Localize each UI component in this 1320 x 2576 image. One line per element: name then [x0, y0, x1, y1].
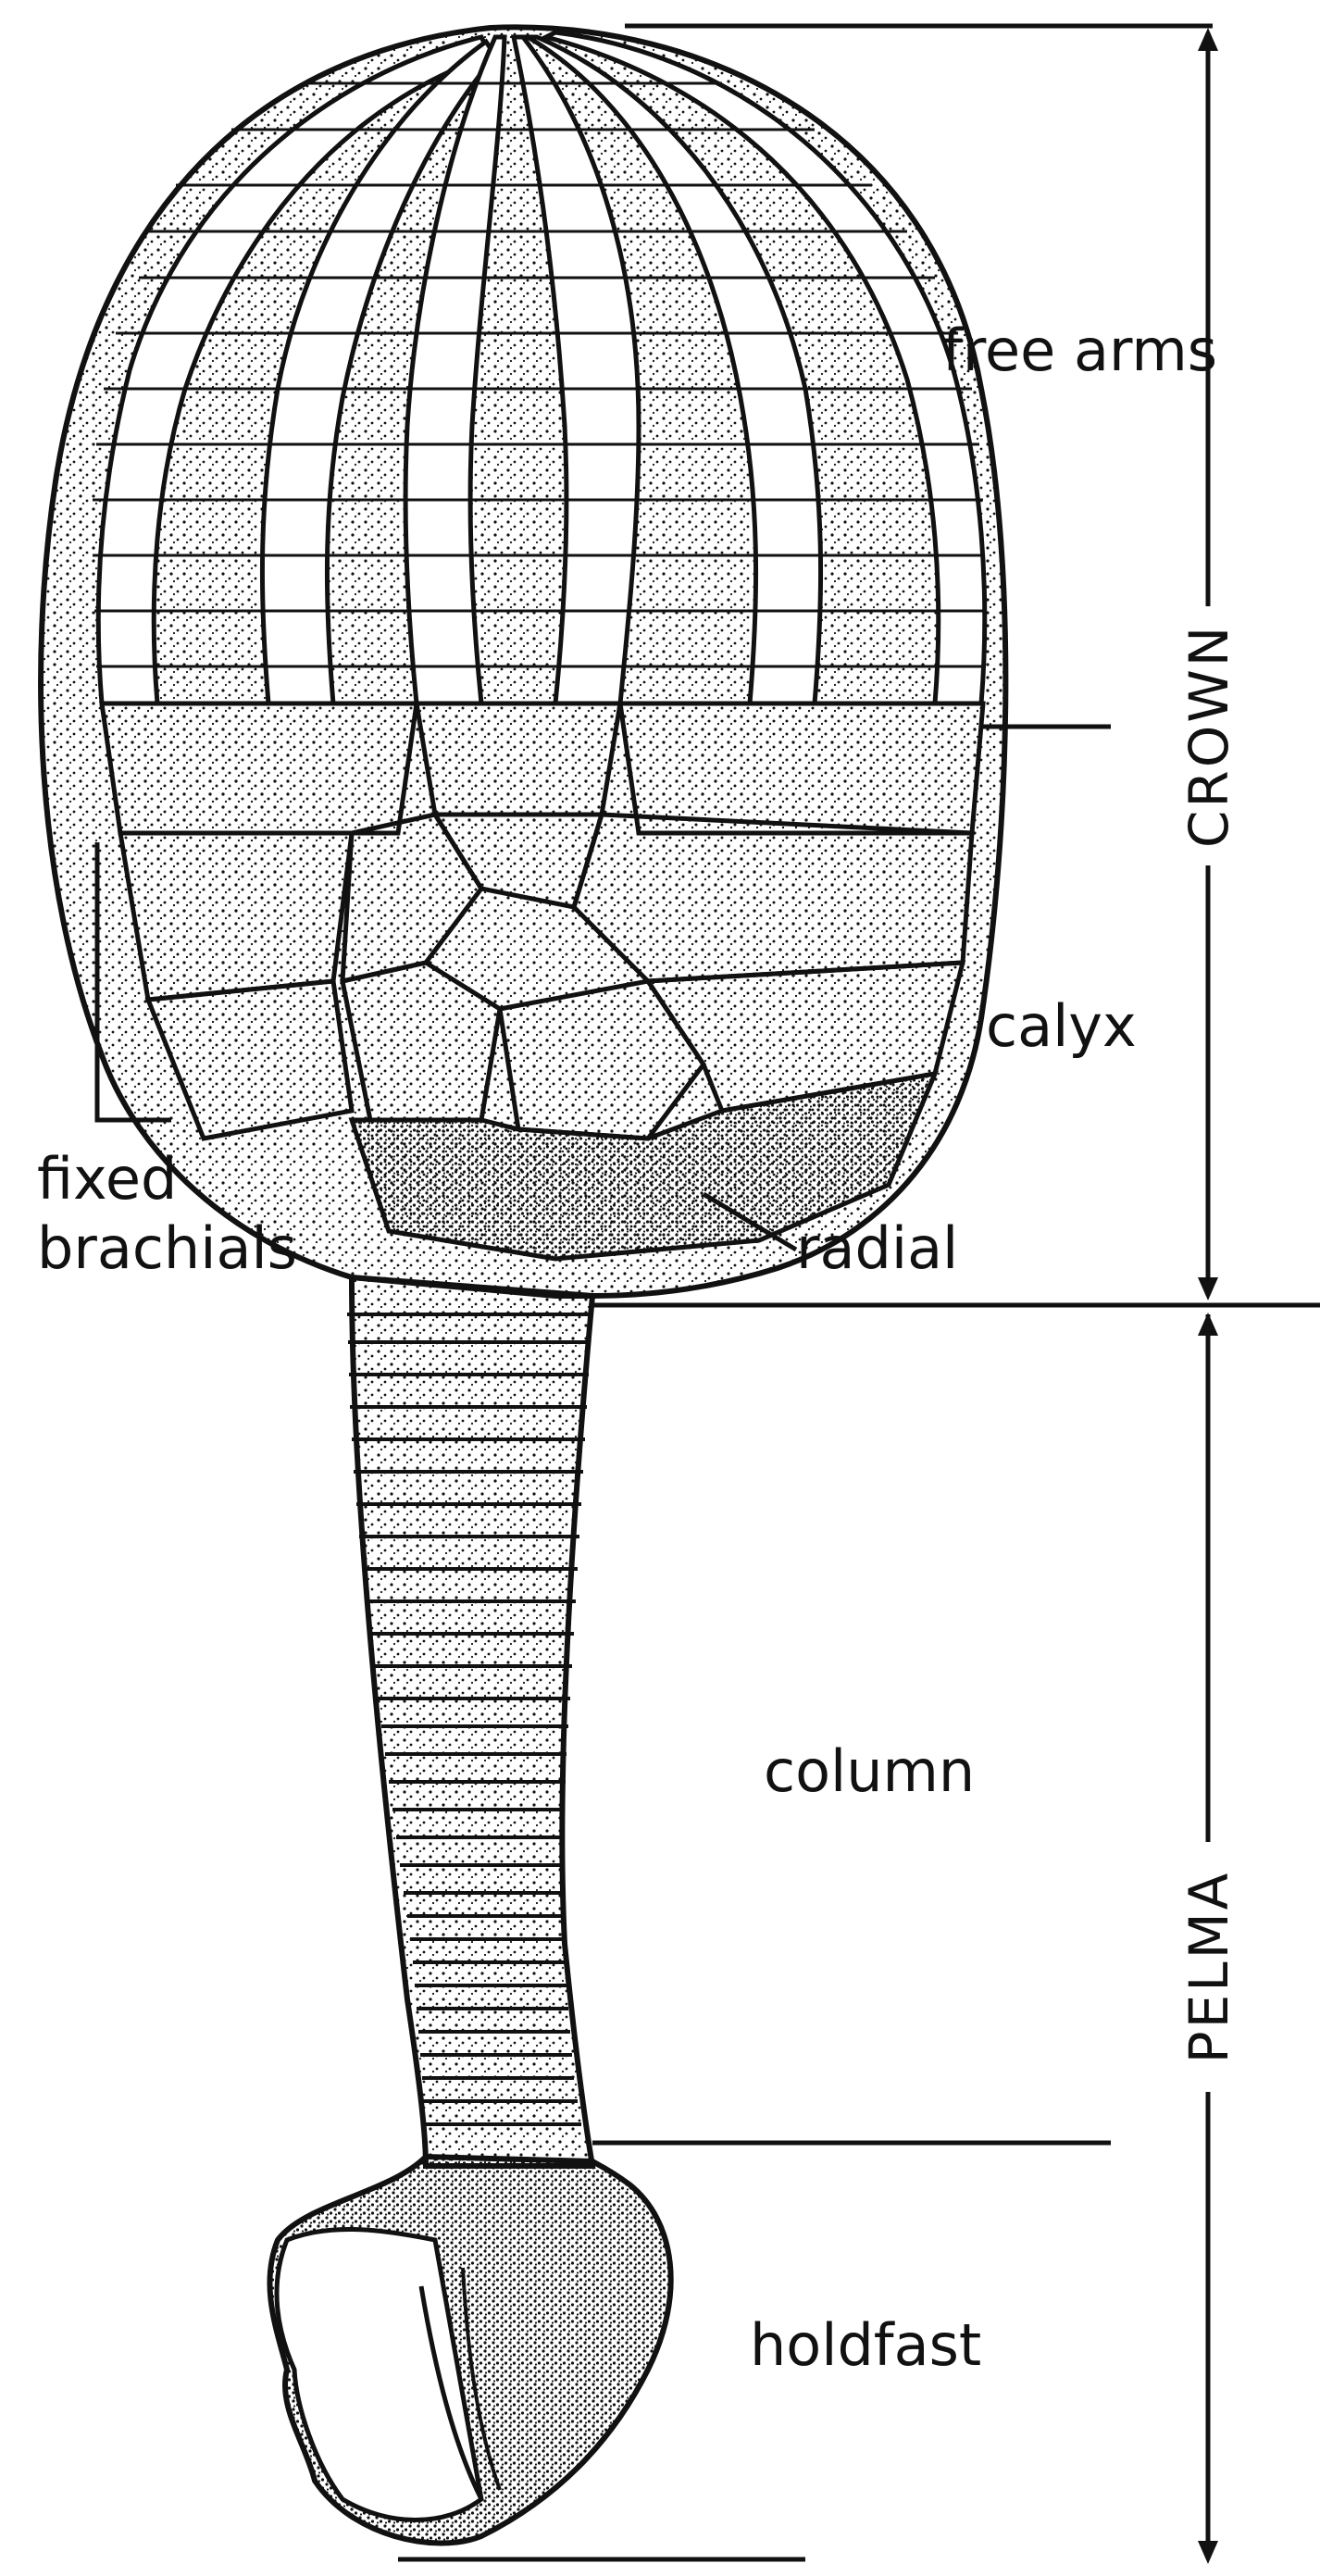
column-label: column: [764, 1737, 975, 1805]
crown-body: [41, 27, 1005, 1296]
pelma-bracket: PELMA: [1177, 1313, 1240, 2564]
holdfast-label: holdfast: [750, 2311, 981, 2379]
crown-bracket: CROWN: [1177, 28, 1240, 1300]
holdfast-body: [269, 2157, 670, 2544]
column-stem: [347, 1277, 592, 2166]
radial-label: radial: [796, 1214, 958, 1282]
pelma-label: PELMA: [1177, 1871, 1240, 2064]
free-arms-label: free arms: [942, 317, 1217, 384]
fixed-brachials-label-line1: fixed: [37, 1145, 177, 1213]
calyx-label: calyx: [986, 992, 1137, 1060]
crown-label: CROWN: [1177, 624, 1240, 848]
fixed-brachials-label-line2: brachials: [37, 1214, 297, 1282]
